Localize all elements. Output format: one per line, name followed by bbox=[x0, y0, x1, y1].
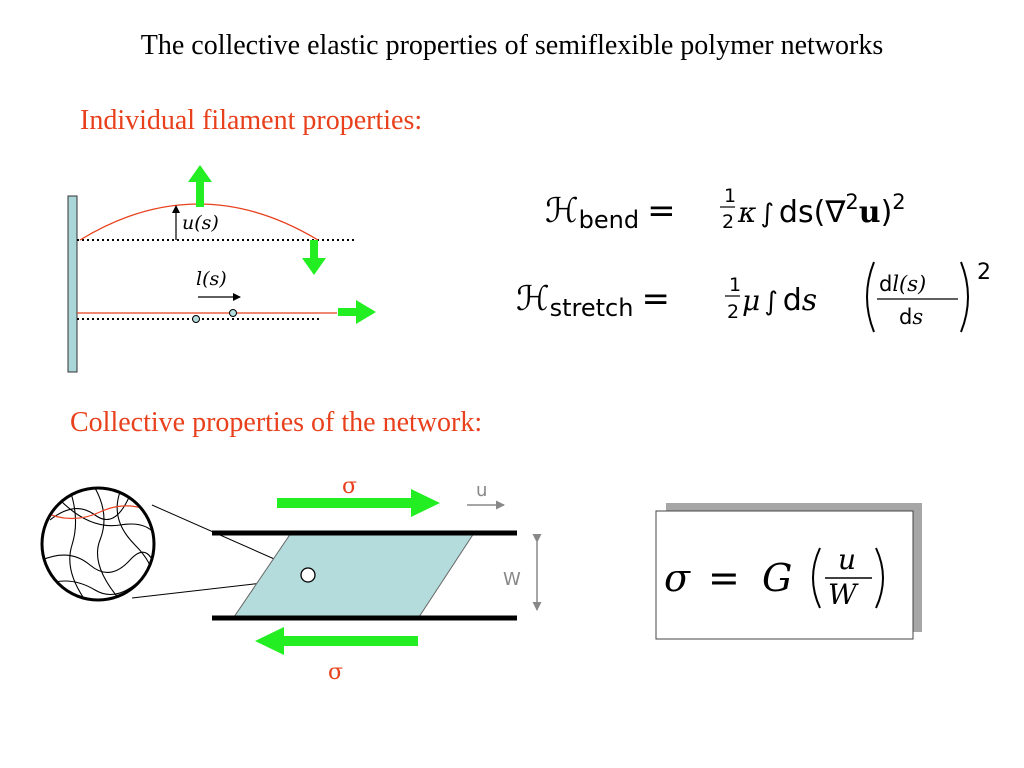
subscript-stretch: stretch bbox=[550, 294, 634, 322]
fraction-numerator-u: u bbox=[838, 543, 856, 576]
section-heading-collective: Collective properties of the network: bbox=[70, 407, 483, 438]
integral-symbol: ∫ bbox=[760, 199, 774, 229]
slide-title: The collective elastic properties of sem… bbox=[140, 30, 884, 61]
force-arrow-right-icon bbox=[338, 300, 376, 324]
half-denominator: 2 bbox=[727, 301, 739, 323]
force-arrow-up-icon bbox=[188, 165, 212, 207]
svg-text:dl(s): dl(s) bbox=[879, 272, 926, 296]
zoom-circle bbox=[40, 486, 156, 602]
right-paren bbox=[875, 547, 884, 609]
ds-term: ds( bbox=[779, 195, 825, 230]
svg-text:ℋstretch=: ℋstretch= bbox=[516, 279, 670, 322]
gel-parallelogram bbox=[233, 532, 475, 618]
sigma-bottom-label: σ bbox=[328, 660, 343, 685]
network-zoom bbox=[40, 486, 307, 602]
half-numerator: 1 bbox=[724, 185, 736, 207]
force-arrow-down-icon bbox=[302, 240, 326, 275]
equals-sign: = bbox=[641, 279, 670, 319]
u-vector: u bbox=[859, 195, 881, 230]
filament-diagram: u(s) l(s) bbox=[67, 165, 376, 373]
section-heading-individual: Individual filament properties: bbox=[80, 105, 423, 136]
subscript-bend: bend bbox=[579, 206, 639, 234]
u-of-s-label: u(s) bbox=[182, 212, 219, 234]
nabla-symbol: ∇ bbox=[824, 195, 846, 230]
stretch-energy-equation: ℋstretch= 1 2 μ∫ds dl(s) ds 2 bbox=[516, 260, 991, 333]
marker-point-displaced bbox=[229, 309, 237, 317]
fraction-denominator-W: W bbox=[828, 578, 859, 611]
close-paren: ) bbox=[881, 195, 893, 230]
fraction-numerator-d: d bbox=[879, 272, 892, 296]
sigma-symbol: σ bbox=[664, 556, 691, 600]
shear-diagram: σ σ u W bbox=[212, 474, 542, 685]
mu-symbol: μ bbox=[742, 284, 760, 317]
modulus-G: G bbox=[762, 556, 792, 600]
w-label: W bbox=[503, 569, 521, 590]
zoom-point bbox=[300, 567, 316, 583]
square-exponent: 2 bbox=[977, 260, 991, 285]
svg-text:μ∫ds: μ∫ds bbox=[742, 283, 817, 318]
d-operator: d bbox=[783, 283, 802, 318]
kappa-symbol: κ bbox=[737, 196, 756, 229]
half-denominator: 2 bbox=[722, 211, 734, 233]
fraction-denominator-s: s bbox=[912, 305, 923, 329]
sigma-top-label: σ bbox=[342, 474, 357, 499]
nabla-exponent: 2 bbox=[845, 190, 858, 214]
svg-text:ds: ds bbox=[899, 305, 923, 329]
u-label: u bbox=[476, 480, 487, 501]
equals-sign: = bbox=[647, 191, 676, 231]
half-numerator: 1 bbox=[729, 274, 741, 296]
s-variable: s bbox=[802, 283, 817, 318]
square-exponent: 2 bbox=[892, 190, 905, 214]
hamiltonian-symbol: ℋ bbox=[545, 191, 579, 231]
wall bbox=[67, 195, 78, 373]
hamiltonian-symbol: ℋ bbox=[516, 279, 550, 319]
box bbox=[655, 510, 914, 640]
bend-energy-equation: ℋbend= 1 2 κ∫ds(∇2u)2 bbox=[545, 185, 906, 234]
svg-text:ℋbend=: ℋbend = bbox=[545, 191, 676, 234]
fraction-numerator-l: l(s) bbox=[892, 272, 926, 296]
right-paren bbox=[960, 261, 969, 333]
left-paren bbox=[866, 261, 875, 333]
integral-symbol: ∫ bbox=[764, 287, 778, 317]
equals-sign: = bbox=[708, 556, 740, 600]
l-of-s-label: l(s) bbox=[196, 268, 227, 290]
shear-arrow-top-icon bbox=[277, 489, 440, 517]
fraction-denominator-d: d bbox=[899, 305, 912, 329]
shear-arrow-bottom-icon bbox=[255, 627, 418, 655]
svg-text:κ∫ds(∇2u)2: κ∫ds(∇2u)2 bbox=[737, 190, 906, 230]
modulus-equation-box: σ = G u W bbox=[655, 503, 922, 640]
marker-point-rest bbox=[192, 315, 200, 323]
left-paren bbox=[812, 547, 821, 609]
